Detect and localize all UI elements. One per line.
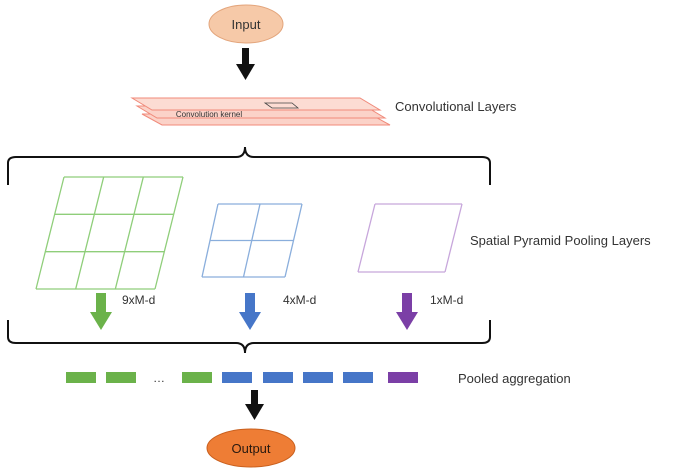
bar-green-3 xyxy=(182,372,212,383)
input-label: Input xyxy=(232,17,261,32)
top-brace xyxy=(7,146,491,185)
arrow-green xyxy=(90,293,112,330)
pooled-ellipsis: … xyxy=(153,371,165,385)
spp-layers-label: Spatial Pyramid Pooling Layers xyxy=(470,233,651,248)
conv-kernel-label: Convolution kernel xyxy=(176,110,242,119)
arrow-purple xyxy=(396,293,418,330)
bar-purple-1 xyxy=(388,372,418,383)
conv-layer-stack xyxy=(130,97,391,126)
conv-kernel-box xyxy=(263,102,300,109)
bottom-brace xyxy=(7,320,491,354)
grid-line-v xyxy=(357,203,376,273)
arrow-blue xyxy=(239,293,261,330)
bar-blue-3 xyxy=(303,372,333,383)
bar-blue-4 xyxy=(343,372,373,383)
grid-line-v xyxy=(284,203,303,278)
grid-line-v xyxy=(75,176,105,290)
bar-green-1 xyxy=(66,372,96,383)
bar-blue-1 xyxy=(222,372,252,383)
conv-layers-label: Convolutional Layers xyxy=(395,99,517,114)
output-label: Output xyxy=(231,441,270,456)
grid-line-v xyxy=(35,176,65,290)
pyramid-grid-2x2 xyxy=(201,203,303,278)
bar-green-2 xyxy=(106,372,136,383)
arrow-to-output xyxy=(245,390,264,420)
conv-layer-front xyxy=(130,97,382,111)
dim-label-4: 4xM-d xyxy=(283,293,316,307)
arrow-input-to-conv xyxy=(236,48,255,80)
pyramid-grid-3x3 xyxy=(35,176,184,290)
input-node xyxy=(208,4,284,44)
grid-line-v xyxy=(114,176,144,290)
grid-line-v xyxy=(154,176,184,290)
bar-blue-2 xyxy=(263,372,293,383)
output-node xyxy=(206,428,296,468)
grid-line-v xyxy=(242,203,261,278)
dim-label-1: 1xM-d xyxy=(430,293,463,307)
grid-line-v xyxy=(444,203,463,273)
pooled-aggregation-label: Pooled aggregation xyxy=(458,371,571,386)
pooled-bars xyxy=(66,372,418,383)
pyramid-grid-1x1 xyxy=(357,203,463,273)
dim-label-9: 9xM-d xyxy=(122,293,155,307)
